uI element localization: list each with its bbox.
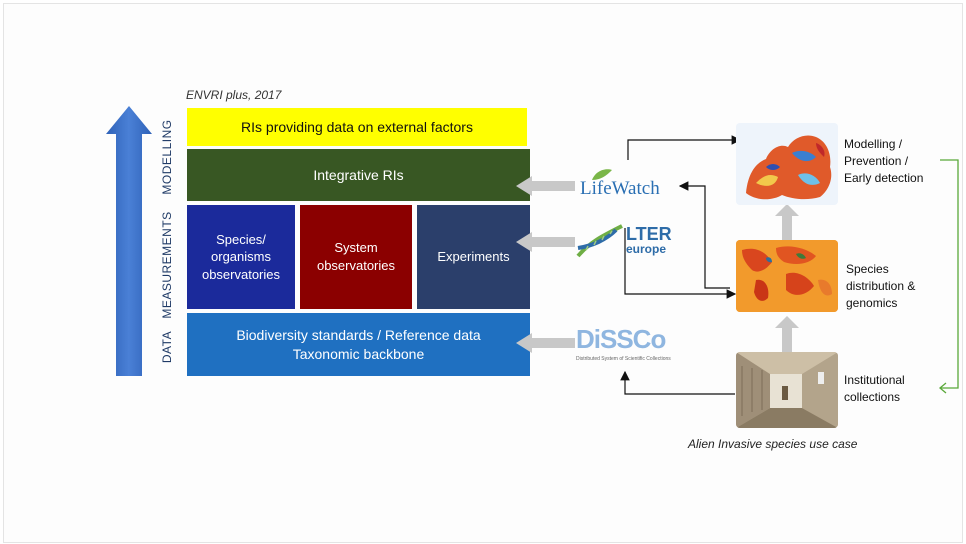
dissco-logo: DiSSCo Distributed System of Scientific … <box>576 324 676 368</box>
dissco-sub-text: Distributed System of Scientific Collect… <box>576 356 671 362</box>
grey-arrow-lifewatch <box>516 176 575 196</box>
grey-arrow-up-2 <box>775 316 799 352</box>
up-arrow-icon <box>106 106 152 376</box>
leaf-icon <box>592 169 612 180</box>
lifewatch-text: LifeWatch <box>580 178 660 199</box>
distribution-line-1: Species <box>846 262 889 276</box>
distribution-label: Species distribution & genomics <box>846 261 915 311</box>
distribution-line-2: distribution & <box>846 278 916 293</box>
modelling-label: Modelling / Prevention / Early detection <box>844 137 924 185</box>
biodiversity-line: Biodiversity standards / Reference data <box>236 326 481 343</box>
institutional-collections-photo <box>736 352 838 428</box>
system-observatories-box: System observatories <box>300 205 412 309</box>
integrative-ris-box: Integrative RIs <box>187 149 530 201</box>
grey-arrow-lter <box>516 232 575 252</box>
grey-arrow-up-1 <box>775 204 799 240</box>
lter-sub-text: europe <box>626 242 667 256</box>
source-label: ENVRI plus, 2017 <box>186 88 282 102</box>
species-distribution-map <box>736 240 838 312</box>
corridor-photo-icon <box>736 352 838 428</box>
dna-helix-icon <box>576 224 623 258</box>
dissco-text: DiSSCo <box>576 324 666 354</box>
collections-label: Institutional collections <box>844 372 905 406</box>
grey-arrow-dissco <box>516 333 575 353</box>
lter-logo: LTER europe <box>576 220 686 260</box>
experiments-box: Experiments <box>417 205 530 309</box>
collections-line-2: collections <box>844 389 901 404</box>
external-factors-box: RIs providing data on external factors <box>187 108 527 146</box>
collections-line-1: Institutional <box>844 373 905 387</box>
europe-map-icon <box>736 123 838 205</box>
lter-text: LTER <box>626 224 672 244</box>
use-case-caption: Alien Invasive species use case <box>688 437 858 451</box>
biodiversity-box: Biodiversity standards / Reference data … <box>187 313 530 376</box>
taxonomic-line: Taxonomic backbone <box>292 345 425 362</box>
distribution-line-3: genomics <box>846 295 898 310</box>
world-map-icon <box>736 240 838 312</box>
europe-model-map <box>736 123 838 205</box>
species-observatories-box: Species/ organisms observatories <box>187 205 295 309</box>
lifewatch-logo: LifeWatch <box>580 169 680 202</box>
